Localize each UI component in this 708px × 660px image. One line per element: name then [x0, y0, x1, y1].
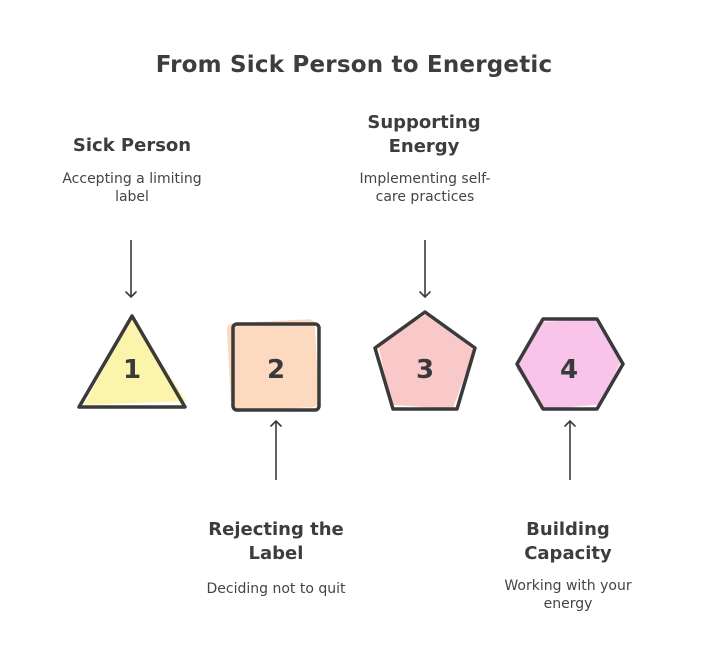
step-2-number: 2 [267, 355, 285, 385]
step-4-description: Working with your energy [504, 578, 632, 612]
step-2-title: Rejecting the Label [208, 519, 344, 564]
step-2-description: Deciding not to quit [206, 581, 346, 597]
step-1-description: Accepting a limiting label [62, 171, 202, 205]
step-3-title: Supporting Energy [367, 112, 481, 157]
step-1-number: 1 [123, 355, 141, 385]
step-4-number: 4 [560, 355, 578, 385]
step-3-pentagon: 3 [373, 310, 477, 411]
diagram-title: From Sick Person to Energetic [155, 52, 553, 78]
step-2-square: 2 [227, 319, 321, 412]
step-3-number: 3 [416, 355, 434, 385]
step-4-title: Building Capacity [524, 519, 612, 564]
step-3-description: Implementing self-care practices [359, 171, 491, 205]
step-4-hexagon: 4 [515, 317, 625, 411]
step-1-triangle: 1 [77, 314, 187, 409]
step-1-title: Sick Person [72, 135, 192, 156]
